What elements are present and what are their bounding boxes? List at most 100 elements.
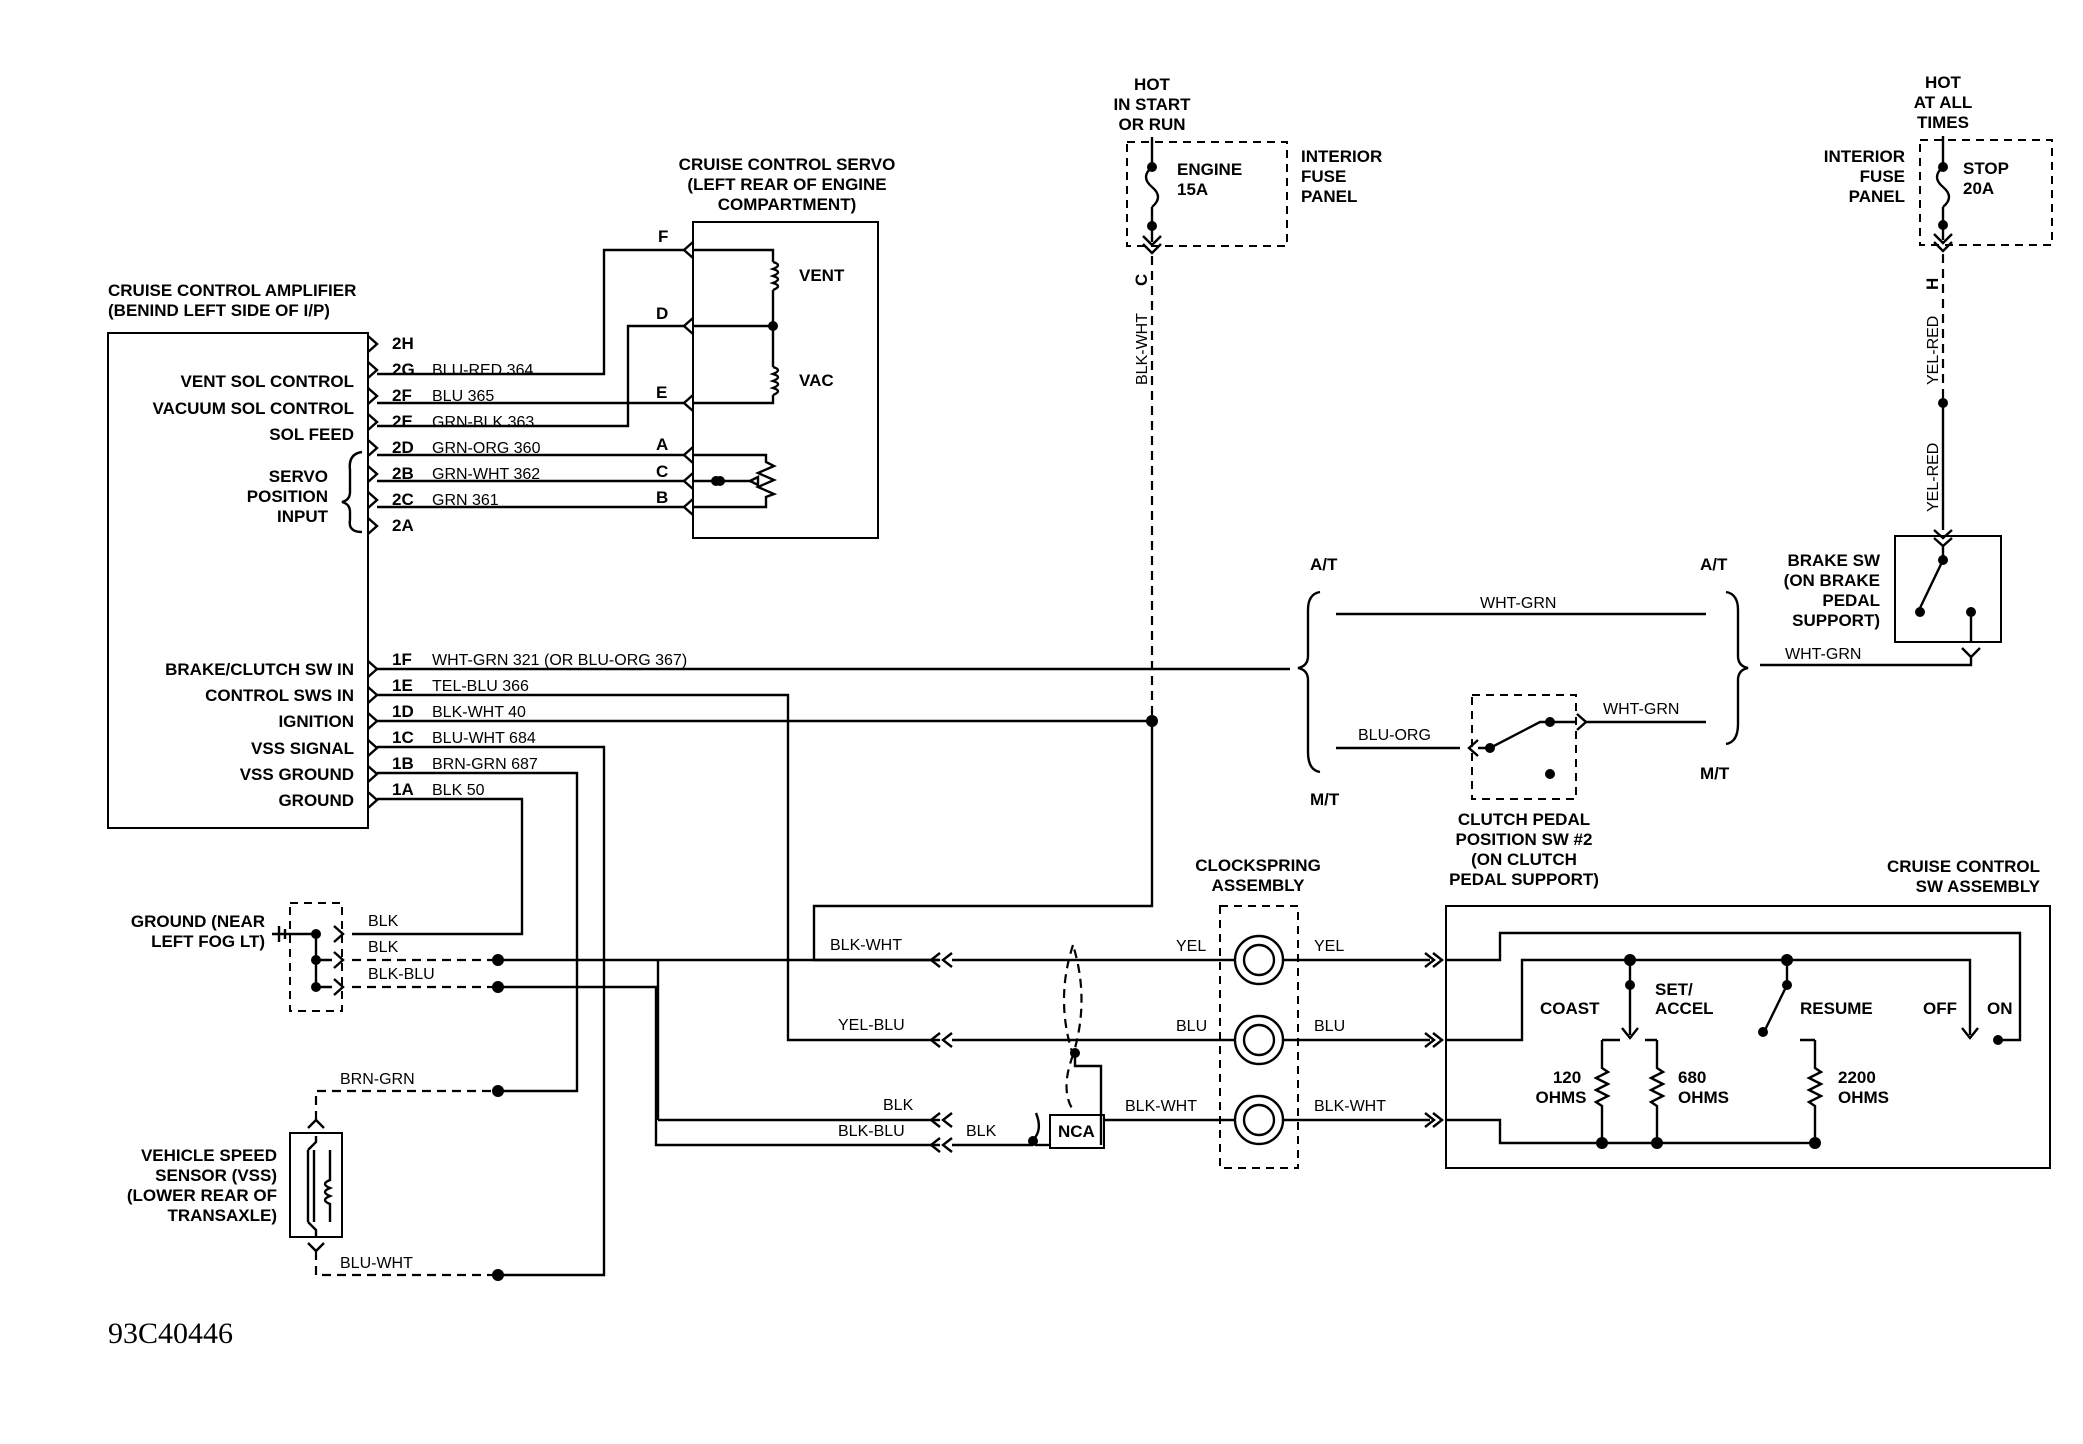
clockspring-assembly: CLOCKSPRING ASSEMBLY YEL BLU BLK-WHT YEL… <box>952 856 1444 1169</box>
clutch-sw-dot-1 <box>1485 743 1495 753</box>
clutch-sw-connector-left <box>1467 739 1479 757</box>
ground-symbol <box>277 926 287 942</box>
harness-label-blk-2: BLK <box>966 1123 997 1140</box>
wiper-arrow <box>747 475 760 487</box>
clockspring-left-blk-wht: BLK-WHT <box>1125 1098 1197 1115</box>
servo-location-2: COMPARTMENT) <box>718 195 857 214</box>
res-680-unit: OHMS <box>1678 1088 1729 1107</box>
ignition-label: IGNITION <box>278 712 354 731</box>
wiper-dot-2 <box>715 476 725 486</box>
wire-label-blu-red-364: BLU-RED 364 <box>432 362 533 379</box>
engine-fuse-dot-2 <box>1147 221 1157 231</box>
res-2200-unit: OHMS <box>1838 1088 1889 1107</box>
set-label: SET/ <box>1655 980 1693 999</box>
servo-brace <box>341 450 363 534</box>
pin-1d: 1D <box>392 702 414 721</box>
vent-solenoid-coil <box>769 260 780 292</box>
harness-label-blk: BLK <box>883 1097 914 1114</box>
conn-blk-blu <box>929 1137 953 1153</box>
clutch-pedal-switch: CLUTCH PEDAL POSITION SW #2 (ON CLUTCH P… <box>1449 694 1599 889</box>
pin-2a: 2A <box>392 516 414 535</box>
sw-blk-wht-bus <box>1446 1118 1800 1145</box>
coast-label: COAST <box>1540 999 1600 1018</box>
clutch-sw-dot-3 <box>1545 769 1555 779</box>
servo-pin-d: D <box>656 304 668 323</box>
engine-fuse-connector <box>1142 235 1162 255</box>
servo-junction <box>768 321 778 331</box>
wire-label-grn-org-360: GRN-ORG 360 <box>432 440 541 457</box>
brake-sw-title-4: SUPPORT) <box>1792 611 1880 630</box>
ground-connectors <box>333 925 345 996</box>
clutch-sw-dot-2 <box>1545 717 1555 727</box>
vac-label: VAC <box>799 371 834 390</box>
ground-wire-label-2: BLK <box>368 939 399 956</box>
brake-sw-connector-bottom <box>1961 647 1981 659</box>
engine-fuse-wire-label: BLK-WHT <box>1134 313 1151 385</box>
engine-fuse-block: HOT IN START OR RUN ENGINE 15A INTERIOR … <box>1113 75 1382 716</box>
cruise-sw-title-2: SW ASSEMBLY <box>1916 877 2041 896</box>
clutch-sw-title-2: POSITION SW #2 <box>1456 830 1593 849</box>
input-label: INPUT <box>277 507 329 526</box>
pin-2h: 2H <box>392 334 414 353</box>
wire-label-brn-grn-687: BRN-GRN 687 <box>432 756 538 773</box>
nca-connector <box>1049 1114 1105 1149</box>
pin-1e: 1E <box>392 676 413 695</box>
servo-pin-chevrons <box>682 241 694 516</box>
pin-1b: 1B <box>392 754 414 773</box>
cruise-sw-connectors <box>1424 952 1444 1128</box>
clutch-sw-title-3: (ON CLUTCH <box>1471 850 1577 869</box>
ground-wire-label-1: BLK <box>368 913 399 930</box>
vacuum-sol-control-label: VACUUM SOL CONTROL <box>153 399 354 418</box>
ground-title-2: LEFT FOG LT) <box>151 932 265 951</box>
stop-fuse-connector <box>1933 233 1953 253</box>
harness-label-blk-wht: BLK-WHT <box>830 937 902 954</box>
wire-blu-wht-dashed <box>314 1251 498 1277</box>
stop-fuse-hot: HOT <box>1925 73 1962 92</box>
brake-sw-title-3: PEDAL <box>1822 591 1880 610</box>
vss-coil <box>306 1150 334 1222</box>
pin-2f: 2F <box>392 386 412 405</box>
wire-label-blk-50: BLK 50 <box>432 782 485 799</box>
wire-blu-red-364 <box>377 248 684 376</box>
servo-pin-e: E <box>656 383 667 402</box>
wire-blk-wht-40 <box>377 719 1154 962</box>
ground-leads <box>316 958 332 989</box>
engine-fuse-hot-2: IN START <box>1113 95 1191 114</box>
clutch-sw-title-4: PEDAL SUPPORT) <box>1449 870 1599 889</box>
steering-harness: BLK-WHT YEL-BLU BLK BLK-BLU NCA BLK <box>377 693 1158 1153</box>
shield-drain <box>1065 1054 1075 1111</box>
brake-sw-dot-2 <box>1915 607 1925 617</box>
clutch-sw-contact <box>1478 720 1577 750</box>
wire-tel-blu-366 <box>377 693 940 1042</box>
wire-label-blu-wht-684: BLU-WHT 684 <box>432 730 536 747</box>
off-label: OFF <box>1923 999 1957 1018</box>
figure-id: 93C40446 <box>108 1317 233 1350</box>
engine-fuse-pin-c: C <box>1132 274 1151 286</box>
brake-sw-title-2: (ON BRAKE <box>1784 571 1880 590</box>
mt-wire-in-label: BLU-ORG <box>1358 727 1431 744</box>
sw-blu-bus <box>1446 958 1972 1042</box>
nca-jumper <box>1032 1112 1041 1141</box>
servo-title: CRUISE CONTROL SERVO <box>679 155 896 174</box>
res-120-value: 120 <box>1553 1068 1581 1087</box>
brake-sw-title: BRAKE SW <box>1787 551 1881 570</box>
vent-label: VENT <box>799 266 845 285</box>
clockspring-left-blu: BLU <box>1176 1018 1207 1035</box>
conn-yel-blu <box>929 1032 953 1048</box>
cruise-control-amplifier: CRUISE CONTROL AMPLIFIER (BENIND LEFT SI… <box>107 281 687 829</box>
cruise-control-servo: CRUISE CONTROL SERVO (LEFT REAR OF ENGIN… <box>656 155 896 539</box>
at-label-left: A/T <box>1310 555 1338 574</box>
pin-2e: 2E <box>392 412 413 431</box>
engine-panel-label-1: INTERIOR <box>1301 147 1382 166</box>
pin-1f: 1F <box>392 650 412 669</box>
brake-sw-connector-top <box>1933 529 1953 548</box>
pin-2d: 2D <box>392 438 414 457</box>
stop-wire-label-1: YEL-RED <box>1925 316 1942 385</box>
clutch-sw-title: CLUTCH PEDAL <box>1458 810 1590 829</box>
sw-yel-bus <box>1446 931 2022 1042</box>
vac-solenoid-coil <box>769 365 780 397</box>
vss-wire-label-1: BRN-GRN <box>340 1071 415 1088</box>
on-dot <box>1993 1035 2003 1045</box>
ground-title: GROUND (NEAR <box>131 912 265 931</box>
clockspring-coil-1-inner <box>1242 943 1276 977</box>
